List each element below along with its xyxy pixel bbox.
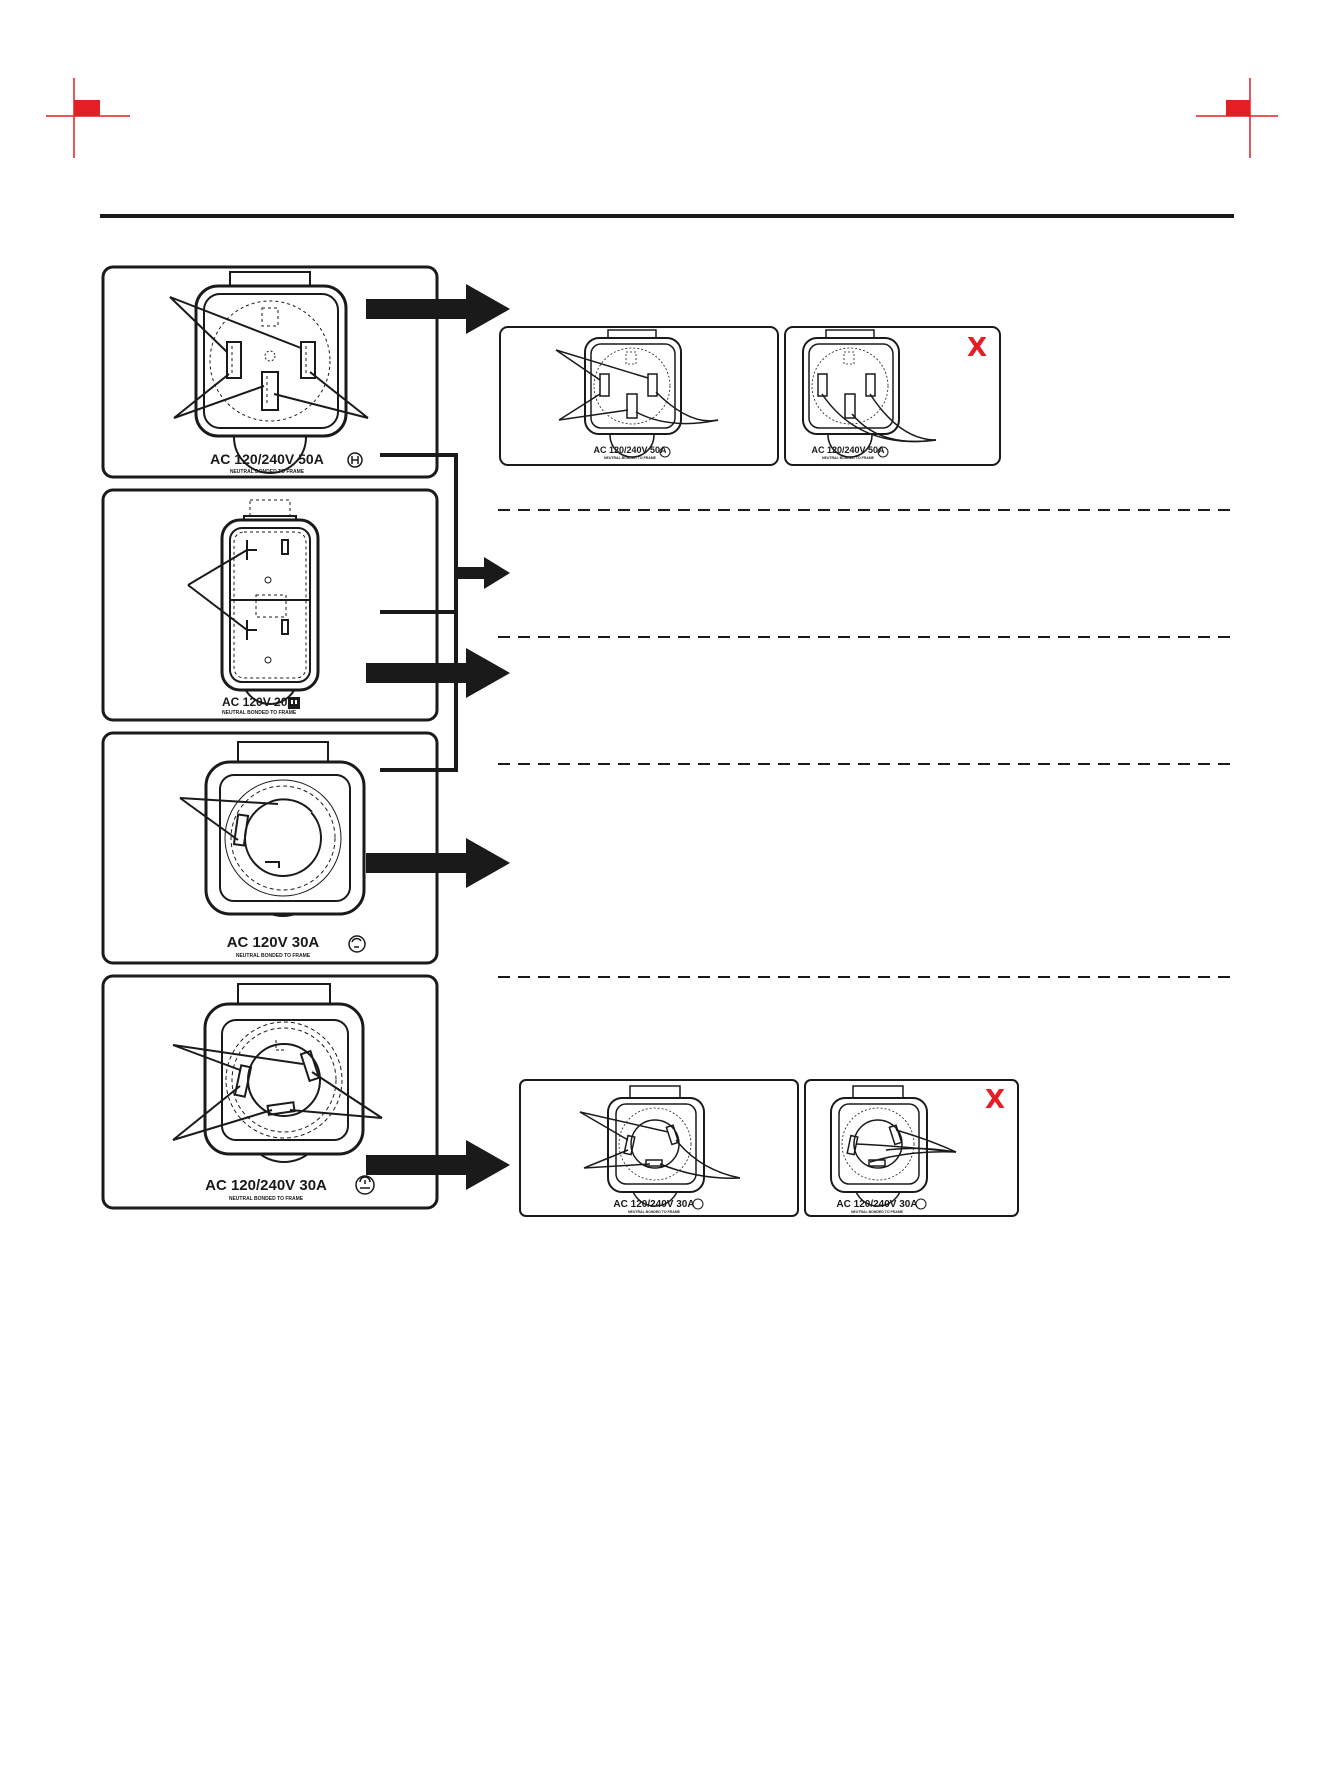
outlet-30a-240v-symbol [355,1175,375,1195]
example-50a-incorrect-symbol [877,446,889,458]
example-30a-240v-correct-note: NEUTRAL BONDED TO FRAME [628,1210,681,1214]
outlet-30a-240v-rating: AC 120/240V 30A [205,1177,327,1194]
example-30a-240v-correct-rating: AC 120/240V 30A [613,1199,694,1210]
outlet-50a-rating: AC 120/240V 50A [210,451,324,467]
outlet-30a-note: NEUTRAL BONDED TO FRAME [236,953,311,959]
example-50a-correct: AC 120/240V 50A NEUTRAL BONDED TO FRAME [499,326,779,466]
arrow-20a [366,648,510,698]
outlet-30a-rating: AC 120V 30A [227,934,320,951]
outlet-connector-bracket [380,453,458,772]
section-dividers [498,509,1234,978]
outlet-30a-icon [204,741,366,917]
arrow-30a-240v [366,1140,510,1190]
arrow-30a [366,838,510,888]
callout-lines-20a [187,549,248,631]
example-50a-incorrect-rating: AC 120/240V 50A [811,445,885,455]
outlet-panel-50a: AC 120/240V 50A NEUTRAL BONDED TO FRAME [101,265,439,479]
outlet-panel-20a: AC 120V 20A NEUTRAL BONDED TO FRAME [101,488,439,722]
outlet-20a-rating: AC 120V 20A [222,695,296,709]
outlet-panel-30a: AC 120V 30A NEUTRAL BONDED TO FRAME [101,731,439,965]
registration-mark-right [1196,78,1278,158]
arrow-50a [366,284,510,334]
outlet-20a-note: NEUTRAL BONDED TO FRAME [222,710,297,716]
outlet-20a-icon [220,499,320,705]
callout-lines-30a [179,797,279,841]
outlet-30a-240v-note: NEUTRAL BONDED TO FRAME [229,1196,304,1202]
example-30a-240v-incorrect: X AC 120/240V 30A NEUTRAL BONDED TO FRAM… [804,1079,1019,1217]
example-50a-incorrect-mark: X [967,333,987,363]
outlet-50a-symbol [347,452,363,468]
example-30a-240v-incorrect-mark: X [985,1085,1005,1115]
registration-mark-left [46,78,130,158]
callout-lines-30a-240v [172,1044,383,1141]
outlet-20a-symbol [288,697,300,709]
example-50a-correct-symbol [659,446,671,458]
example-50a-incorrect: X AC 120/240V 50A NEUTRAL BONDED TO FRAM… [784,326,1001,466]
outlet-50a-note: NEUTRAL BONDED TO FRAME [230,469,305,475]
example-50a-correct-rating: AC 120/240V 50A [593,445,667,455]
outlet-30a-symbol [348,935,366,953]
example-30a-240v-incorrect-rating: AC 120/240V 30A [836,1199,917,1210]
example-30a-240v-incorrect-symbol [915,1198,927,1210]
example-30a-240v-correct-symbol [692,1198,704,1210]
outlet-50a-icon [194,271,348,474]
example-50a-correct-note: NEUTRAL BONDED TO FRAME [604,456,657,460]
pointer-arrows [366,284,510,1190]
callout-lines-50a [169,296,369,419]
example-50a-incorrect-note: NEUTRAL BONDED TO FRAME [822,456,875,460]
connector-arrow [456,557,510,589]
example-30a-240v-correct: AC 120/240V 30A NEUTRAL BONDED TO FRAME [519,1079,799,1217]
outlet-panel-30a-240v: AC 120/240V 30A NEUTRAL BONDED TO FRAME [101,974,439,1210]
outlet-30a-240v-icon [203,983,365,1163]
example-30a-240v-incorrect-note: NEUTRAL BONDED TO FRAME [851,1210,904,1214]
